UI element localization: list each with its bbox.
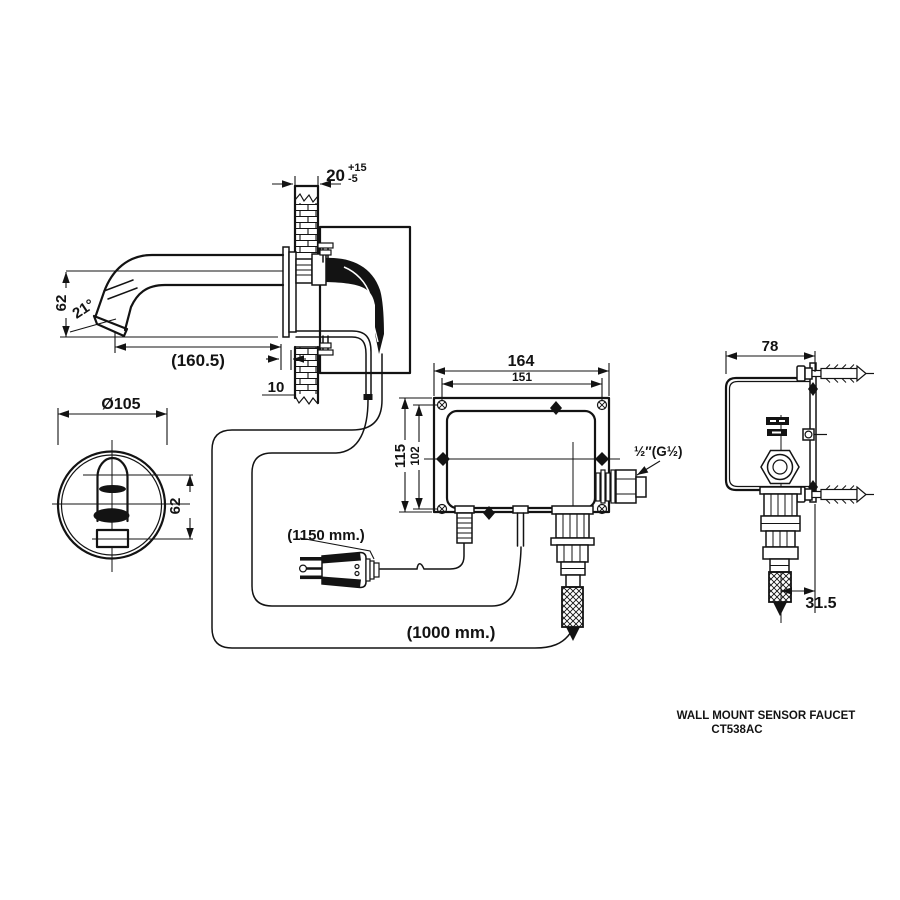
dim-label-115: 115 — [392, 444, 409, 468]
mounting-bolt-bottom — [317, 335, 334, 356]
spout-band — [99, 485, 126, 493]
screw-holes — [436, 399, 608, 515]
faucet-flange — [282, 246, 290, 338]
spout — [60, 253, 285, 338]
screw-hole — [596, 399, 608, 411]
dim-plate-width: 164 — [433, 353, 610, 396]
inlet-shank — [295, 253, 327, 286]
escutcheon-inner-circle — [60, 454, 163, 556]
control-box-front-view: ½″(G½) — [392, 353, 682, 641]
dim-label-31-5: 31.5 — [805, 595, 836, 612]
cable-connector — [363, 394, 373, 400]
dim-spout-angle: 21° — [69, 296, 117, 333]
dim-label-62-side: 62 — [53, 295, 70, 312]
dim-label-151: 151 — [512, 370, 532, 384]
dim-outlet-thread: ½″(G½) — [634, 444, 682, 476]
dim-label-164: 164 — [508, 353, 535, 370]
faucet-sensor-cable — [295, 330, 373, 400]
dim-hole-span-height: 102 — [410, 404, 437, 510]
dim-spout-height: 62 — [53, 272, 70, 337]
label-sticker — [766, 417, 789, 425]
dim-label-tol-minus: -5 — [348, 173, 358, 185]
power-cord: (1150 mm.) — [287, 527, 465, 589]
wall-anchor — [796, 484, 875, 505]
power-plug — [299, 551, 380, 589]
dim-sensor-offset: 62 — [83, 474, 194, 540]
braided-hose — [768, 571, 792, 603]
braided-hose — [561, 586, 584, 628]
wall-recess-box — [318, 225, 412, 375]
spout-outlet-opening — [93, 508, 130, 523]
dim-depth: 78 — [725, 338, 816, 374]
dim-wall-thickness: 20 +15 -5 — [272, 162, 367, 190]
wall-section-upper — [293, 184, 320, 255]
dim-label-102: 102 — [410, 446, 422, 465]
dim-plate-offset: 10 — [262, 344, 306, 396]
box-side-inner — [728, 380, 810, 488]
aerator-seam — [103, 279, 138, 300]
hose-tip — [773, 602, 787, 616]
dim-hole-span-width: 151 — [441, 370, 603, 400]
leader-power-cord — [299, 537, 375, 560]
dim-label-21deg: 21° — [69, 296, 97, 323]
drawing-title: WALL MOUNT SENSOR FAUCET — [677, 710, 856, 722]
water-outlet-valve — [550, 505, 595, 641]
dim-label-78: 78 — [762, 338, 779, 355]
dim-hose-offset: 31.5 — [781, 504, 837, 613]
hose-tip — [566, 627, 580, 641]
faucet-side-view: 20 +15 -5 62 21° (160.5) 10 — [53, 162, 412, 406]
dim-label-20: 20 — [326, 166, 345, 185]
side-valve-stack — [759, 486, 802, 616]
center-mark — [808, 382, 818, 396]
screw-hole — [436, 399, 448, 411]
dim-label-10: 10 — [268, 379, 285, 396]
outlet-fitting — [595, 469, 647, 504]
center-marks — [436, 401, 609, 520]
wall-anchor — [796, 364, 874, 383]
faucet-front-view: Ø105 62 — [52, 396, 194, 572]
hose-routing-loop — [211, 353, 573, 649]
dim-plate-height: 115 — [392, 397, 432, 513]
dim-label-outlet-thread: ½″(G½) — [634, 444, 682, 459]
screw-hole — [436, 503, 448, 515]
dim-spout-reach: (160.5) — [114, 332, 281, 370]
hex-outlet-fitting — [760, 449, 800, 485]
brick-hatch — [296, 203, 317, 253]
routing: (1150 mm.) (1000 mm.) — [211, 353, 573, 649]
escutcheon-outer-circle — [56, 450, 167, 560]
dim-diameter: Ø105 — [57, 396, 168, 445]
dim-label-160-5: (160.5) — [171, 351, 225, 370]
power-cord-port — [454, 505, 475, 544]
sensor-cable-loop — [251, 399, 522, 607]
brick-hatch — [296, 347, 317, 394]
dim-label-62-front: 62 — [167, 498, 184, 515]
title-block: WALL MOUNT SENSOR FAUCET CT538AC — [677, 710, 856, 736]
box-side-body — [724, 376, 812, 492]
model-number: CT538AC — [711, 724, 762, 736]
label-power-cord-length: (1150 mm.) — [287, 527, 365, 544]
supply-hose — [326, 257, 384, 354]
adjust-screw — [802, 428, 827, 441]
spout-front-profile — [96, 456, 129, 523]
dim-label-diameter: Ø105 — [101, 396, 140, 413]
faucet-flange-inner — [288, 251, 297, 333]
wall-section-lower — [293, 345, 320, 406]
dim-label-tol-plus: +15 — [348, 162, 367, 174]
sensor-cable-port — [512, 505, 529, 547]
label-hose-length: (1000 mm.) — [407, 623, 496, 642]
mounting-plate — [432, 396, 611, 514]
screw-hole — [596, 503, 608, 515]
control-box-side-view: 78 31.5 — [724, 338, 875, 623]
